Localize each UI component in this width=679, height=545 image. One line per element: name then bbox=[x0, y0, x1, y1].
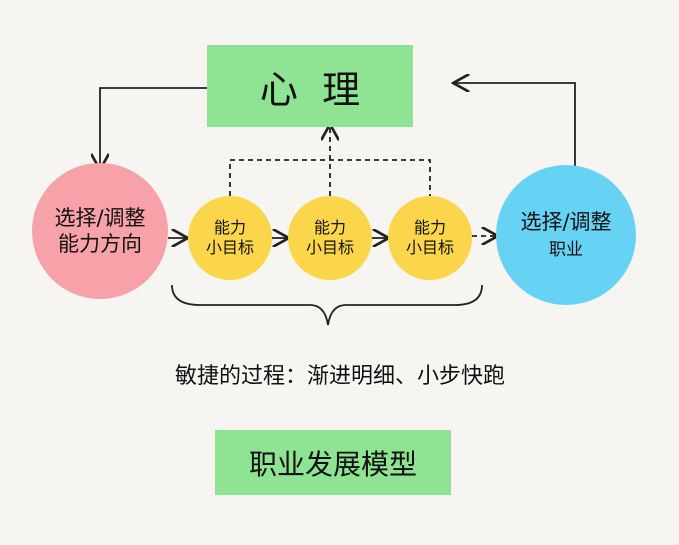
title-label: 职业发展模型 bbox=[248, 447, 417, 481]
brace bbox=[171, 284, 483, 326]
arrow-top-to-left bbox=[100, 87, 207, 168]
process-text: 敏捷的过程：渐进明细、小步快跑 bbox=[174, 364, 505, 389]
goal-line2: 小目标 bbox=[305, 238, 354, 257]
psychology-label: 心 理 bbox=[259, 67, 361, 112]
goal-circle-1: 能力 小目标 bbox=[188, 196, 272, 280]
goal-line1: 能力 bbox=[313, 218, 346, 237]
left-circle: 选择/调整 能力方向 bbox=[32, 163, 168, 299]
arrow-right-to-top bbox=[455, 83, 576, 166]
goal-line2: 小目标 bbox=[205, 238, 254, 257]
goal-circle-3: 能力 小目标 bbox=[388, 196, 472, 280]
right-circle-line2: 职业 bbox=[549, 239, 583, 260]
left-circle-line2: 能力方向 bbox=[58, 232, 142, 256]
goal-circle-2: 能力 小目标 bbox=[288, 196, 372, 280]
goal-line1: 能力 bbox=[413, 218, 446, 237]
title-box: 职业发展模型 bbox=[215, 430, 451, 495]
dashed-feedback-lines bbox=[229, 159, 431, 196]
right-circle: 选择/调整 职业 bbox=[496, 165, 636, 305]
left-circle-line1: 选择/调整 bbox=[54, 205, 146, 230]
right-circle-line1: 选择/调整 bbox=[520, 210, 612, 235]
goal-line2: 小目标 bbox=[405, 238, 454, 257]
goal-line1: 能力 bbox=[213, 218, 246, 237]
psychology-box: 心 理 bbox=[207, 45, 413, 127]
